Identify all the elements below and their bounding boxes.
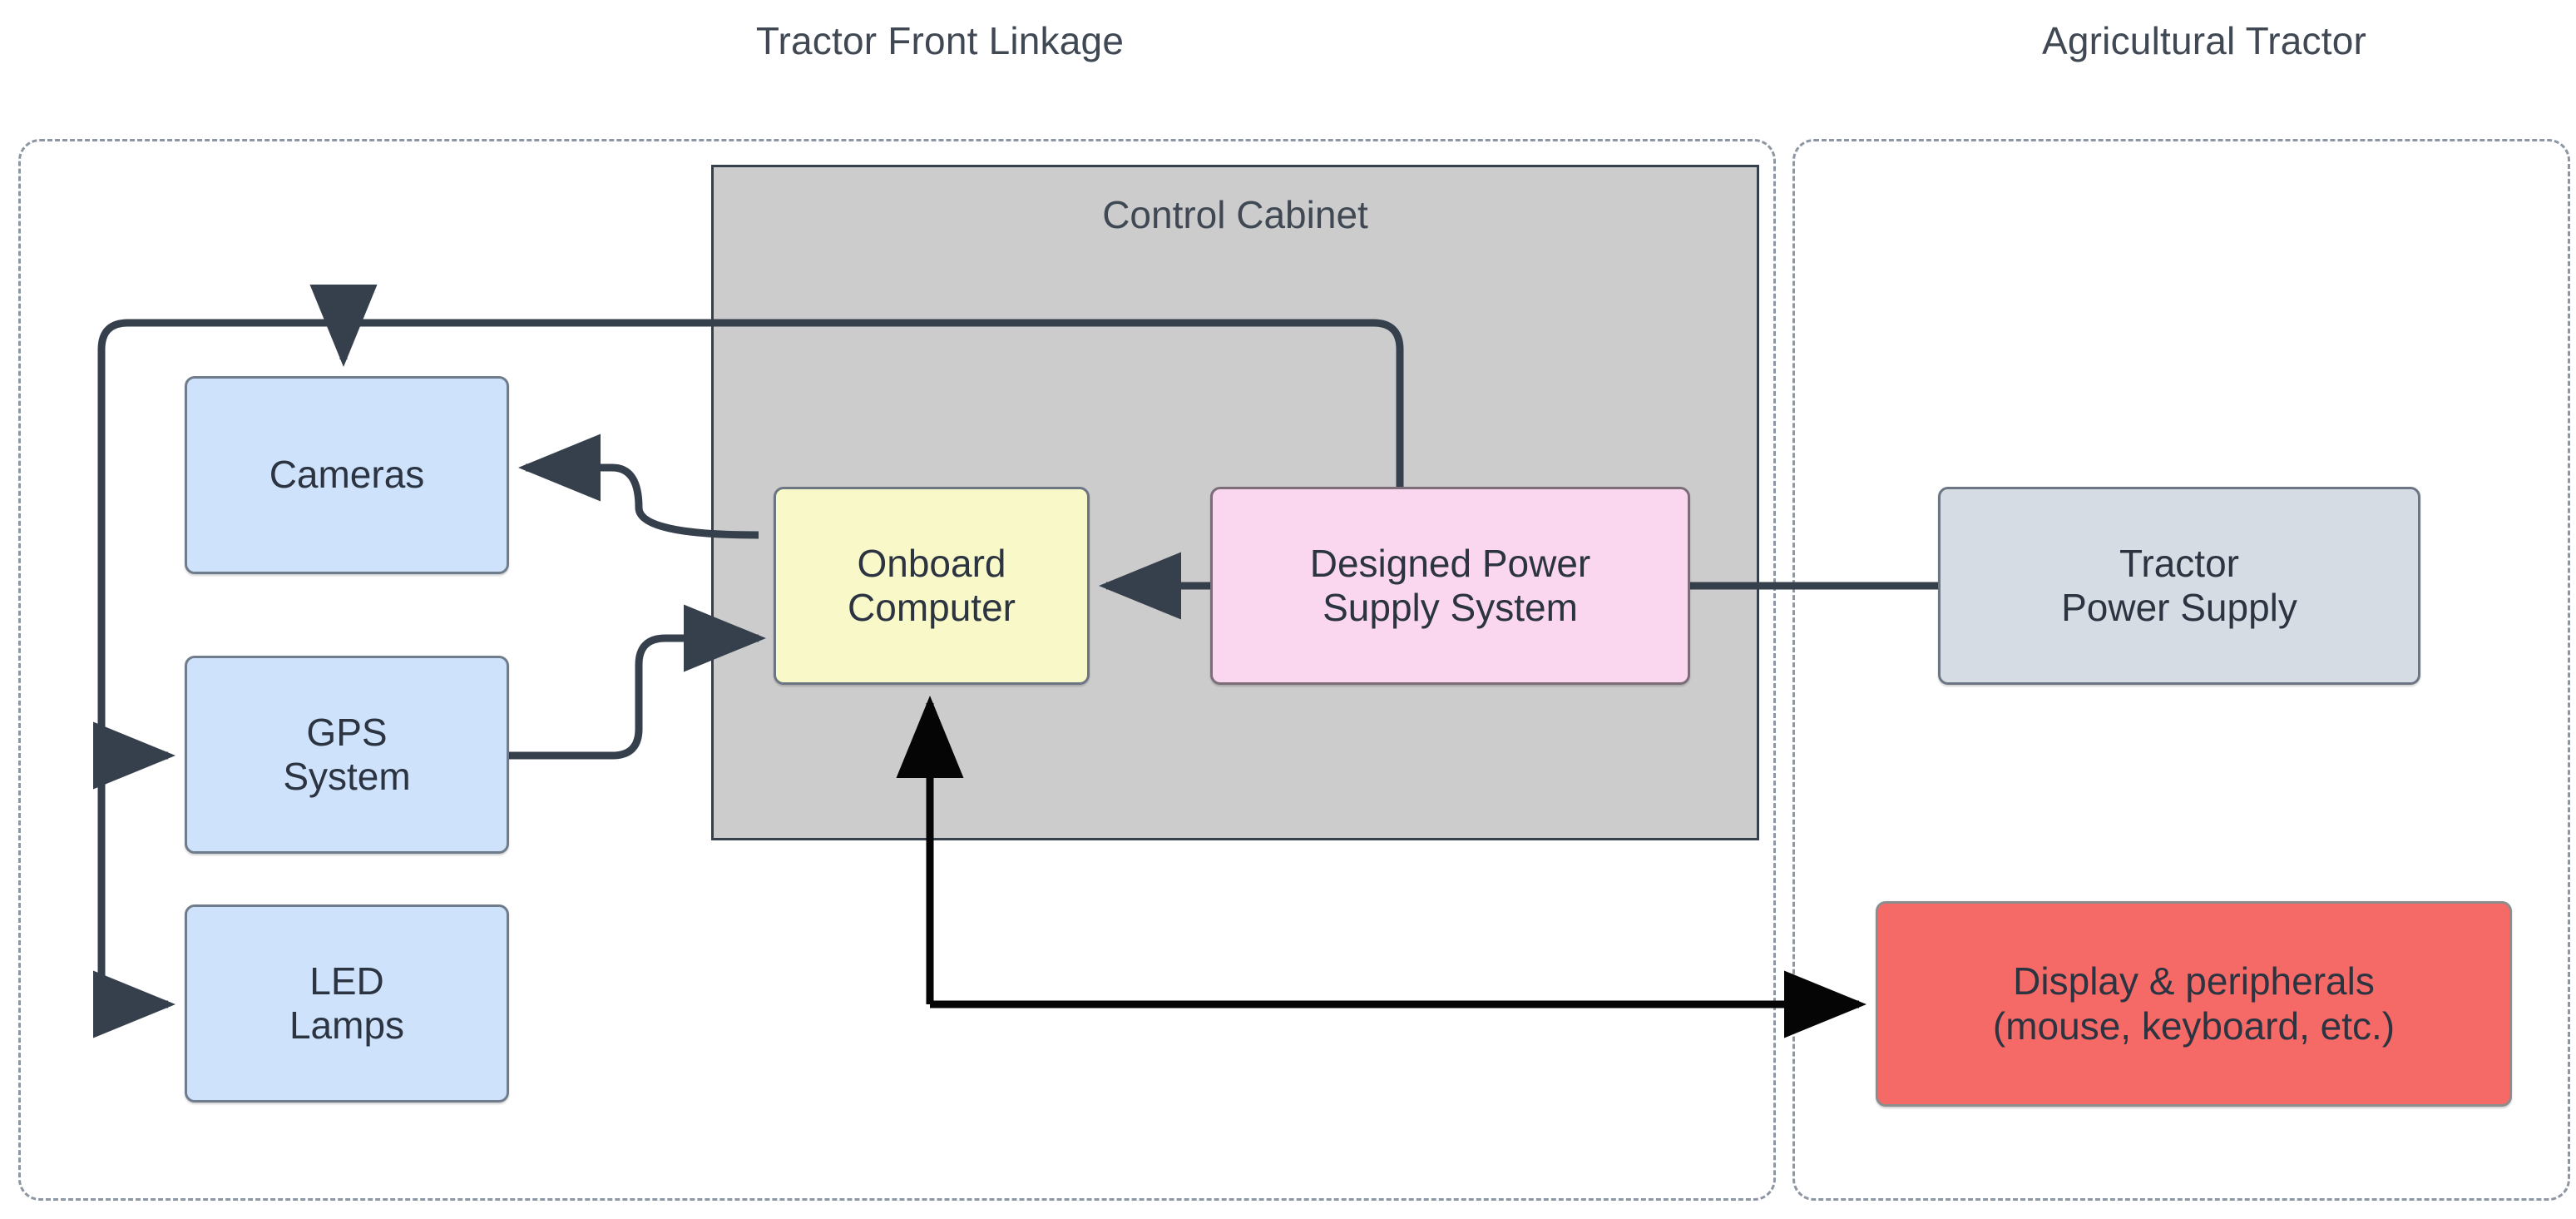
container-agricultural-tractor [1792,139,2570,1201]
node-display-peripherals[interactable]: Display & peripherals (mouse, keyboard, … [1876,901,2512,1107]
group-title-front-linkage: Tractor Front Linkage [755,19,1125,62]
node-led-lamps-label-line1: LED [309,959,384,1003]
node-onboard-computer-label-line2: Computer [848,586,1016,629]
node-designed-power-supply-system-label-line1: Designed Power [1309,541,1591,585]
group-title-agricultural-tractor: Agricultural Tractor [2041,19,2366,62]
node-display-peripherals-label-line2: (mouse, keyboard, etc.) [1992,1003,2396,1048]
control-cabinet-label: Control Cabinet [1102,193,1368,236]
node-cameras-label: Cameras [269,453,425,497]
node-designed-power-supply-system-label-line2: Supply System [1323,586,1578,629]
node-onboard-computer[interactable]: Onboard Computer [774,487,1090,685]
node-onboard-computer-label-line1: Onboard [857,541,1006,585]
node-gps-system-label-line1: GPS [306,710,388,754]
node-led-lamps[interactable]: LED Lamps [185,904,509,1103]
node-gps-system-label-line2: System [283,755,411,798]
node-tractor-power-supply-label-line1: Tractor [2119,541,2239,585]
node-display-peripherals-label-line1: Display & peripherals [2013,959,2375,1003]
node-gps-system[interactable]: GPS System [185,656,509,854]
node-cameras[interactable]: Cameras [185,376,509,574]
node-designed-power-supply-system[interactable]: Designed Power Supply System [1210,487,1690,685]
node-led-lamps-label-line2: Lamps [289,1003,405,1047]
container-front-linkage [18,139,1776,1201]
node-tractor-power-supply[interactable]: Tractor Power Supply [1938,487,2420,685]
node-tractor-power-supply-label-line2: Power Supply [2061,586,2297,629]
